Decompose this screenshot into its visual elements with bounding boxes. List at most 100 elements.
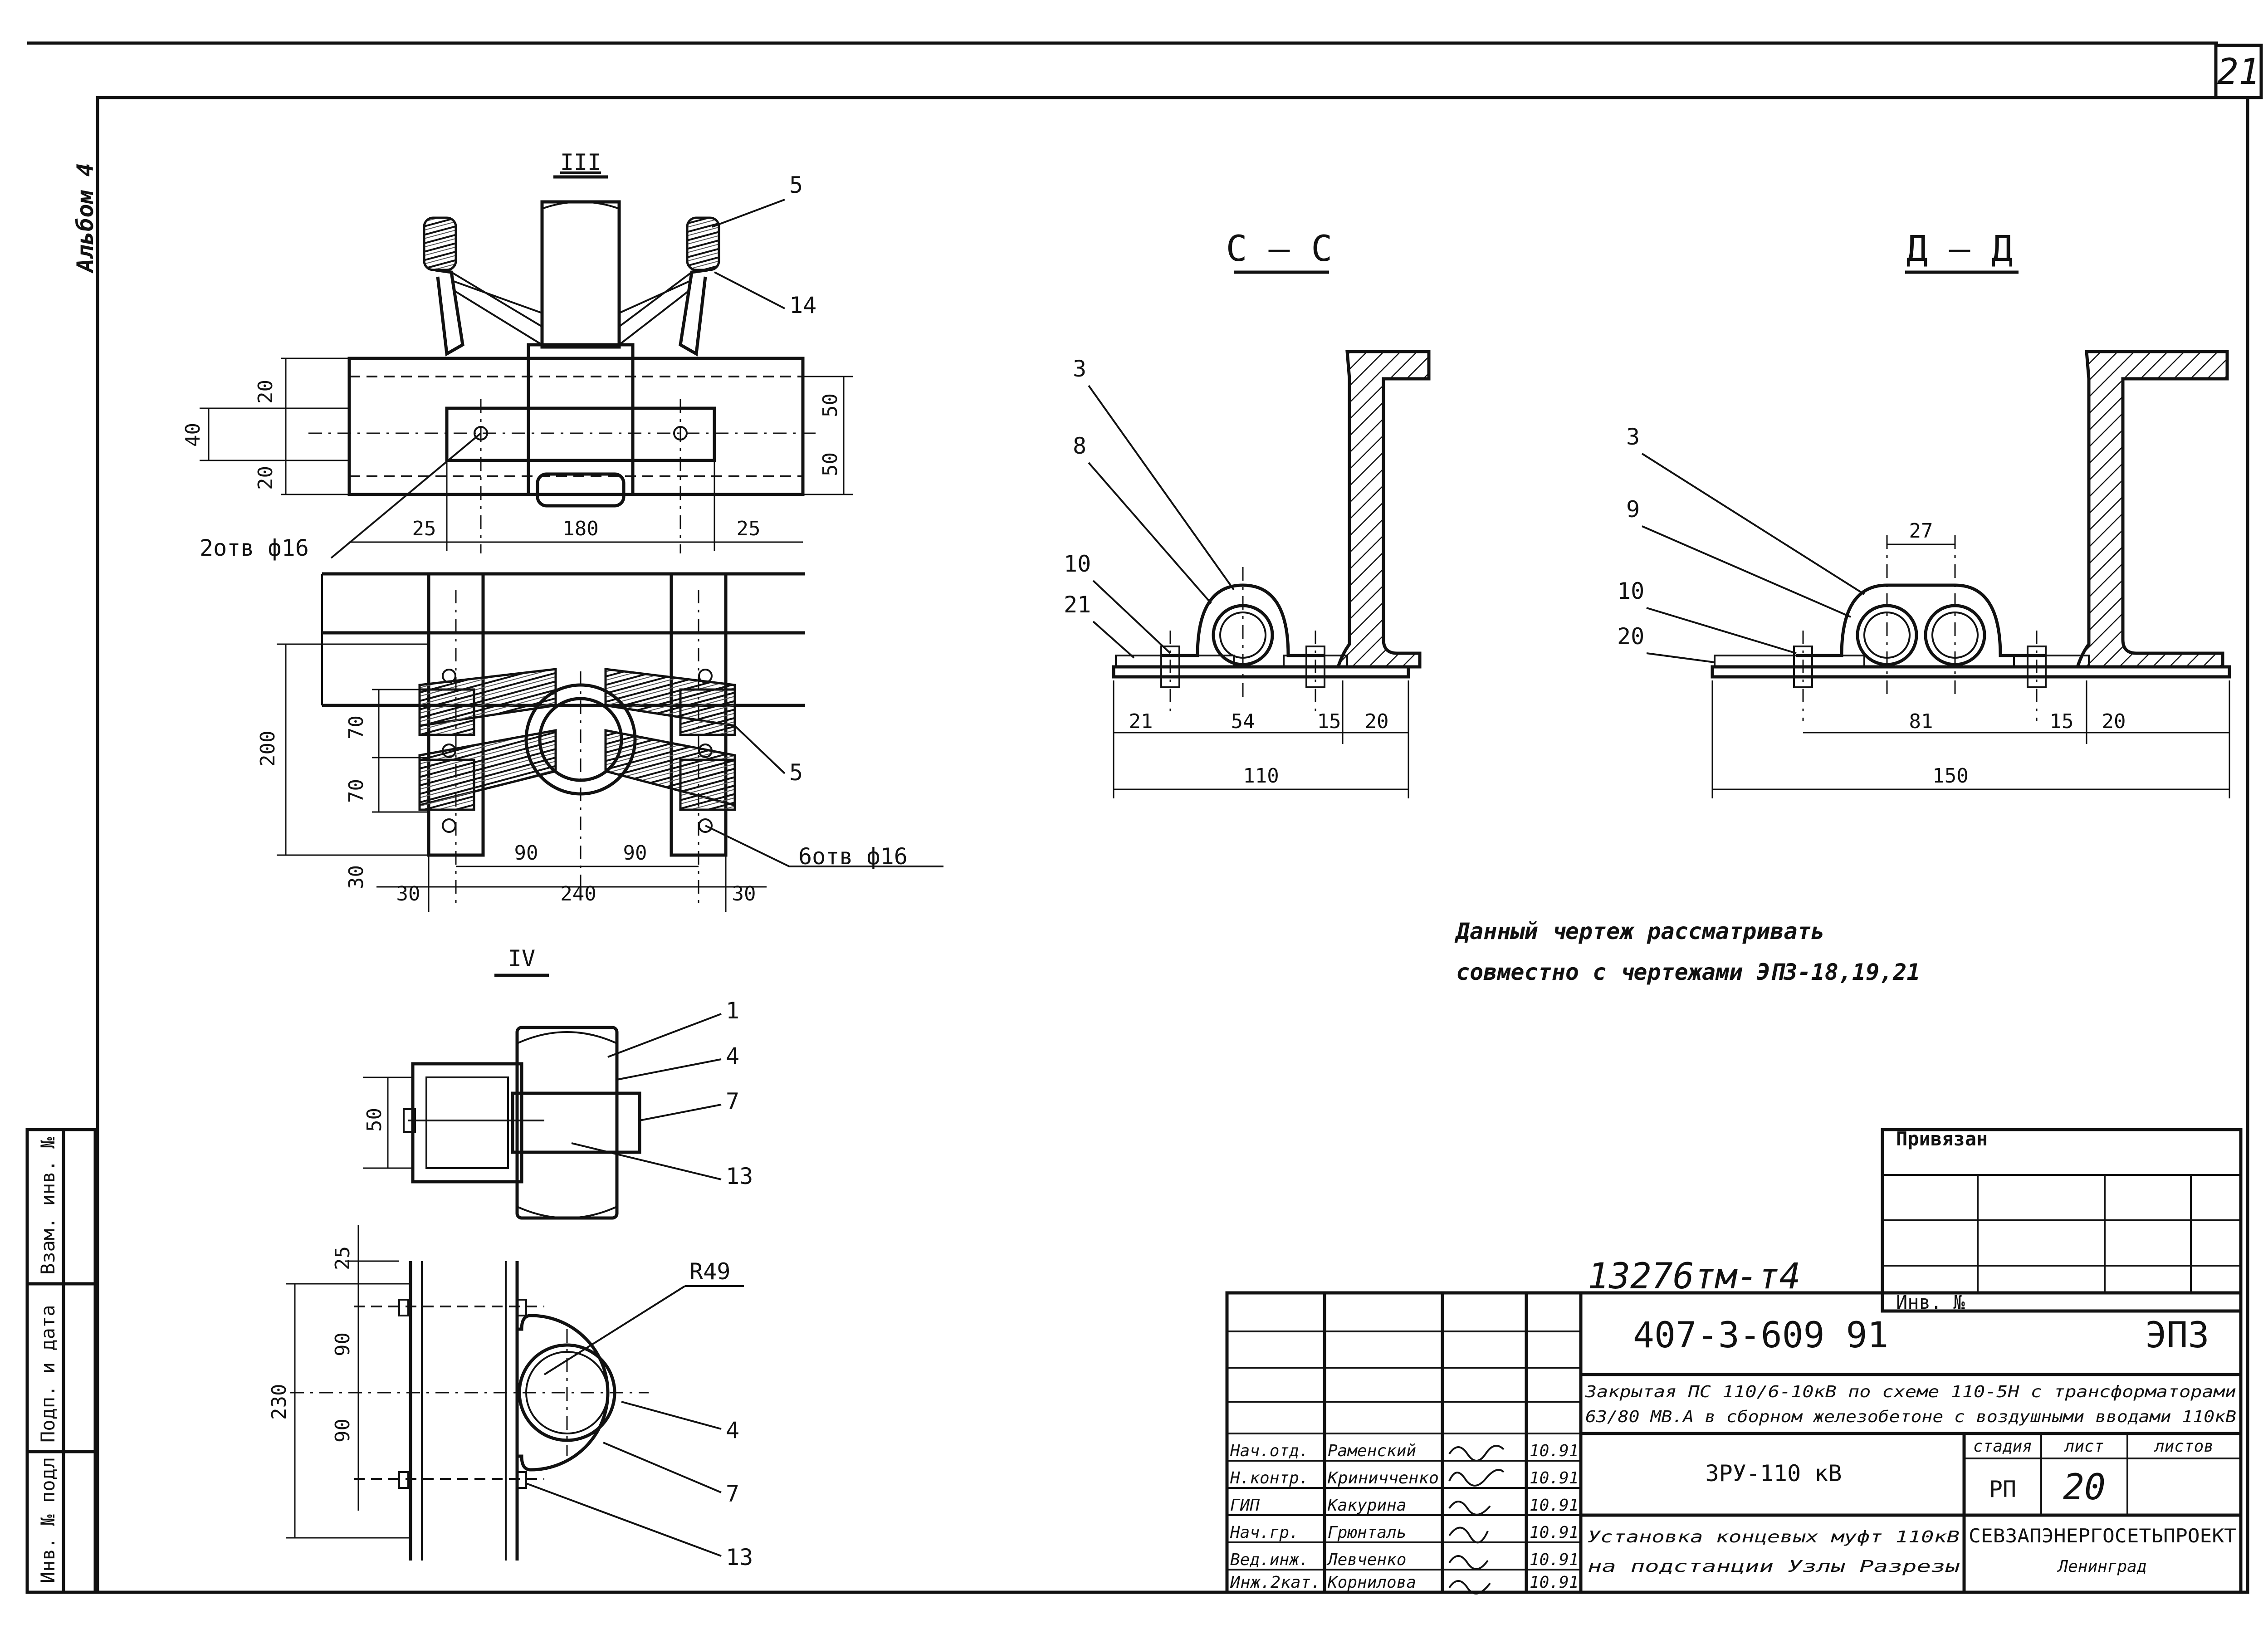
- view-3-label-5: 5: [789, 172, 803, 198]
- insulator-right: [618, 216, 720, 357]
- sheet-header: лист: [2064, 1437, 2104, 1456]
- view-4-label-13: 13: [726, 1163, 753, 1189]
- view-3-dim-25b: 25: [737, 517, 761, 540]
- lower-label-4: 4: [726, 1417, 739, 1443]
- section-c-label-8: 8: [1073, 433, 1086, 459]
- lower-label-7: 7: [726, 1481, 739, 1507]
- insulator-left: [423, 216, 543, 357]
- staff-date: 10.91: [1530, 1573, 1579, 1592]
- section-c-label-10: 10: [1064, 551, 1091, 577]
- staff-name: Корнилова: [1327, 1573, 1416, 1592]
- staff-row-6: Инж.2кат. Корнилова 10.91: [1230, 1573, 1579, 1592]
- plan-label-5: 5: [789, 759, 803, 786]
- section-d-label-3: 3: [1626, 424, 1640, 450]
- plan-dim-30b: 30: [396, 882, 420, 905]
- section-d-d: Д – Д 27 3 9 10 20 81: [1617, 229, 2231, 798]
- view-3-holes-label: 2отв ф16: [200, 535, 309, 561]
- staff-role: Нач.отд.: [1230, 1442, 1309, 1460]
- section-c-dim-20: 20: [1365, 710, 1389, 733]
- side-stamp-replace: Взам. инв. №: [37, 1137, 59, 1275]
- section-c-label-3: 3: [1073, 356, 1086, 382]
- org-line-1: СЕВЗАПЭНЕРГОСЕТЬПРОЕКТ: [1969, 1525, 2236, 1547]
- view-4-label-4: 4: [726, 1043, 739, 1069]
- plan-dim-240: 240: [560, 882, 596, 905]
- drawing-note: Данный чертеж рассматривать совместно с …: [1454, 918, 1921, 985]
- staff-row-3: ГИП Какурина 10.91: [1230, 1496, 1579, 1515]
- project-line-1: Закрытая ПС 110/6-10кВ по схеме 110-5Н с…: [1585, 1383, 2236, 1401]
- staff-row-4: Нач.гр. Грюнталь 10.91: [1230, 1523, 1579, 1542]
- view-3-dim-20a: 20: [254, 380, 277, 404]
- section-d-dim-20: 20: [2102, 710, 2126, 733]
- view-4-label-7: 7: [726, 1088, 739, 1115]
- view-node-3: III 5 14: [181, 149, 853, 561]
- section-c-dim-110: 110: [1243, 764, 1279, 788]
- staff-name: Левченко: [1326, 1551, 1406, 1569]
- lower-label-13: 13: [726, 1544, 753, 1570]
- view-3-dim-20b: 20: [254, 466, 277, 490]
- plan-dim-70b: 70: [345, 779, 368, 803]
- binding-label: Привязан: [1896, 1128, 1988, 1150]
- staff-role: Нач.гр.: [1230, 1523, 1299, 1542]
- lower-dim-230: 230: [268, 1384, 291, 1420]
- doc-code: 407-3-609 91: [1633, 1315, 1889, 1356]
- staff-role: Н.контр.: [1230, 1469, 1309, 1487]
- view-node-4-lower: 230 25 90 90 R49 4 7 13: [268, 1225, 753, 1570]
- plan-dim-70a: 70: [345, 715, 368, 739]
- stage-header: стадия: [1973, 1437, 2032, 1456]
- plan-dim-30a: 30: [345, 865, 368, 889]
- view-3-dim-50a: 50: [819, 393, 842, 417]
- plan-dim-200: 200: [256, 731, 279, 767]
- view-node-3-plan: 200 70 70 30 90 90 30 240 30 5 6отв ф16: [256, 572, 943, 912]
- staff-date: 10.91: [1530, 1551, 1579, 1569]
- view-3-dim-50b: 50: [819, 452, 842, 476]
- stage-value: РП: [1989, 1476, 2016, 1502]
- view-4-dim-50: 50: [363, 1108, 386, 1132]
- sheet-title-line-1: Установка концевых муфт 110кВ: [1588, 1528, 1960, 1546]
- page-number: 21: [2217, 52, 2260, 93]
- org-line-2: Ленинград: [2057, 1557, 2146, 1576]
- title-block: 407-3-609 91 ЭП3 Закрытая ПС 110/6-10кВ …: [1225, 1291, 2243, 1595]
- staff-date: 10.91: [1530, 1469, 1579, 1487]
- section-c-dim-21: 21: [1129, 710, 1153, 733]
- staff-name: Какурина: [1327, 1496, 1406, 1515]
- section-d-label-9: 9: [1626, 496, 1640, 523]
- lower-dim-25: 25: [331, 1246, 354, 1270]
- staff-date: 10.91: [1530, 1442, 1579, 1460]
- section-d-dim-150: 150: [1932, 764, 1968, 788]
- section-d-dim-27: 27: [1909, 519, 1933, 543]
- view-3-label-14: 14: [789, 292, 816, 318]
- sheet-frame: 21: [27, 41, 2263, 1594]
- sheets-header: листов: [2154, 1437, 2214, 1456]
- lower-dim-90a: 90: [331, 1332, 354, 1356]
- section-c-title: С – С: [1226, 229, 1333, 269]
- staff-row-1: Нач.отд. Раменский 10.91: [1230, 1442, 1579, 1460]
- staff-name: Раменский: [1328, 1442, 1416, 1460]
- section-c-dim-15: 15: [1317, 710, 1341, 733]
- note-line-2: совместно с чертежами ЭП3-18,19,21: [1456, 959, 1921, 985]
- staff-name: Грюнталь: [1328, 1523, 1406, 1542]
- staff-date: 10.91: [1530, 1523, 1579, 1542]
- album-label: Альбом 4: [72, 163, 98, 274]
- lower-dim-90b: 90: [331, 1419, 354, 1443]
- side-stamp-inv: Инв. № подл.: [37, 1446, 59, 1583]
- staff-name: Криничченко: [1327, 1469, 1439, 1487]
- signatures: [1448, 1445, 1505, 1595]
- doc-mark: ЭП3: [2146, 1315, 2209, 1356]
- lower-radius: R49: [689, 1258, 730, 1285]
- staff-row-2: Н.контр. Криничченко 10.91: [1230, 1469, 1579, 1487]
- view-node-4: IV 50 1 4 7 13: [363, 945, 753, 1220]
- section-d-label-10: 10: [1617, 578, 1644, 604]
- side-stamp: Инв. № подл. Подп. и дата Взам. инв. №: [25, 1128, 97, 1594]
- sheet-no-value: 20: [2063, 1467, 2106, 1508]
- plan-dim-30c: 30: [732, 882, 756, 905]
- side-stamp-sign-date: Подп. и дата: [37, 1305, 59, 1443]
- view-3-dim-40: 40: [181, 423, 205, 447]
- section-d-dim-15: 15: [2050, 710, 2074, 733]
- section-c-label-21: 21: [1064, 592, 1091, 618]
- archive-number: 13276тм-т4: [1588, 1256, 1801, 1297]
- view-4-title: IV: [508, 945, 535, 972]
- project-line-2: 63/80 МВ.А в сборном железобетоне с возд…: [1585, 1408, 2236, 1426]
- binding-block: Привязан Инв. №: [1881, 1128, 2243, 1313]
- staff-role: Инж.2кат.: [1230, 1573, 1321, 1592]
